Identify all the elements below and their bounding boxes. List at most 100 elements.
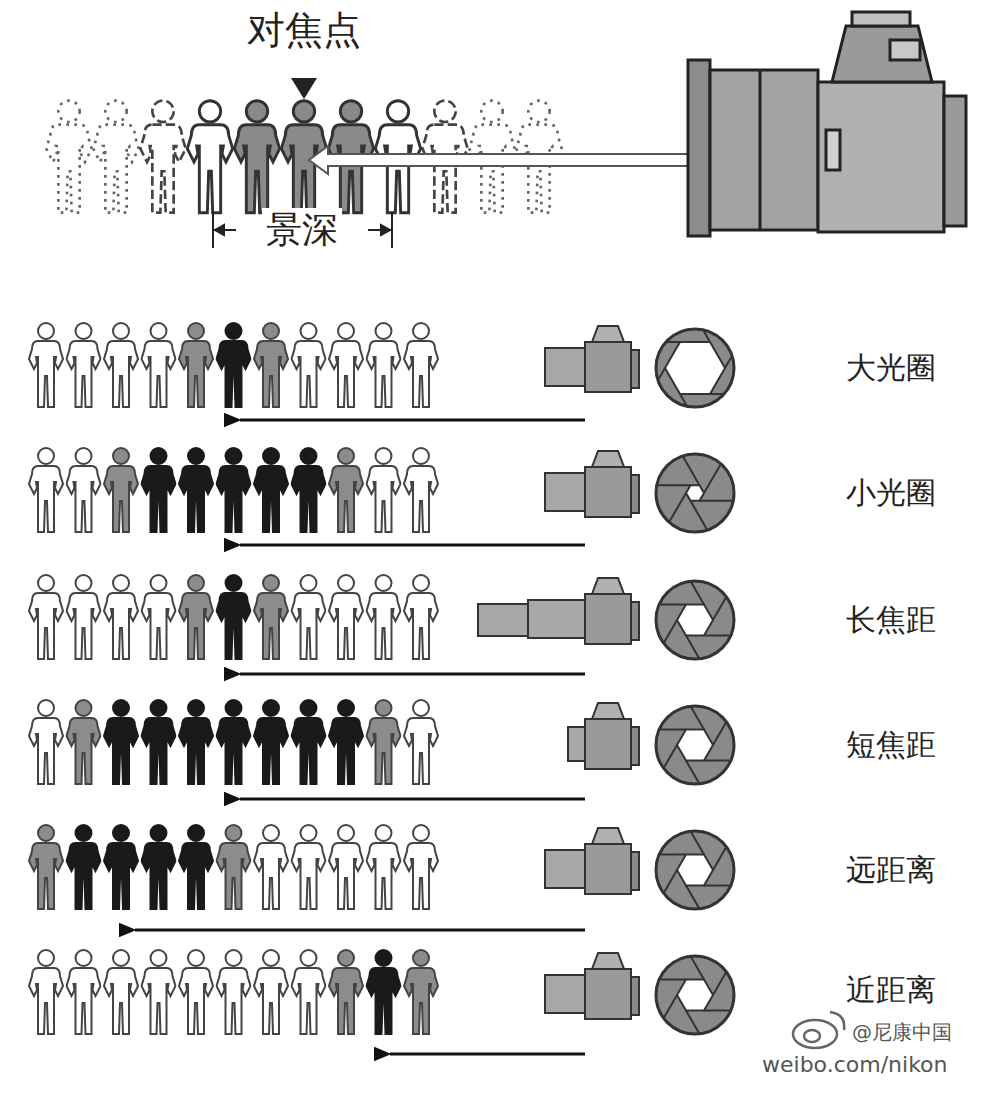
person	[67, 448, 101, 532]
condition-label: 近距离	[846, 972, 936, 1008]
camera-large	[688, 12, 966, 236]
person	[179, 700, 213, 784]
person	[292, 575, 326, 659]
condition-label: 大光圈	[846, 350, 936, 386]
person	[329, 825, 363, 909]
camera	[545, 451, 639, 517]
depth-of-field-label: 景深	[262, 208, 342, 251]
person	[329, 448, 363, 532]
person	[217, 575, 251, 659]
focus-marker	[291, 78, 317, 99]
condition-label: 远距离	[846, 852, 936, 888]
person	[404, 323, 438, 407]
person	[254, 950, 288, 1034]
aperture-icon	[656, 454, 734, 532]
condition-label: 小光圈	[846, 475, 936, 511]
focus-arrows	[135, 420, 585, 1054]
person	[367, 825, 401, 909]
person	[179, 575, 213, 659]
focus-arrow	[309, 146, 690, 174]
focus-point-label: 对焦点	[247, 8, 361, 54]
person	[29, 950, 63, 1034]
person	[367, 448, 401, 532]
person-blurred	[140, 101, 185, 213]
aperture-icon	[656, 831, 734, 909]
person	[254, 575, 288, 659]
person-blurred	[46, 101, 91, 213]
person	[367, 575, 401, 659]
person	[142, 323, 176, 407]
person	[179, 825, 213, 909]
person	[179, 323, 213, 407]
person	[104, 448, 138, 532]
person	[254, 448, 288, 532]
person	[367, 323, 401, 407]
camera	[545, 828, 639, 894]
aperture-icon	[656, 581, 734, 659]
camera	[545, 953, 639, 1019]
person	[67, 825, 101, 909]
camera	[545, 326, 639, 392]
person	[217, 323, 251, 407]
person	[404, 448, 438, 532]
person	[329, 700, 363, 784]
person	[29, 323, 63, 407]
person	[29, 825, 63, 909]
focus-arrow	[390, 1053, 585, 1056]
person	[367, 950, 401, 1034]
row-people	[29, 323, 438, 1034]
condition-label: 短焦距	[846, 727, 936, 763]
condition-label: 长焦距	[846, 602, 936, 638]
person	[329, 950, 363, 1034]
focus-arrow	[135, 929, 585, 932]
person	[142, 448, 176, 532]
focus-arrow	[240, 673, 585, 676]
person-sharp	[234, 101, 279, 213]
person	[179, 448, 213, 532]
person	[217, 448, 251, 532]
person	[179, 950, 213, 1034]
focus-arrow	[240, 798, 585, 801]
person	[104, 700, 138, 784]
person	[217, 825, 251, 909]
camera-wide	[568, 703, 639, 769]
row-cameras	[478, 326, 639, 1019]
person	[104, 575, 138, 659]
person	[292, 825, 326, 909]
person	[329, 575, 363, 659]
person	[29, 575, 63, 659]
watermark: weibo.com/nikon	[762, 1052, 948, 1078]
person	[67, 323, 101, 407]
aperture-icon	[656, 329, 734, 407]
person	[292, 323, 326, 407]
person	[404, 700, 438, 784]
person	[367, 700, 401, 784]
person	[104, 825, 138, 909]
person	[217, 950, 251, 1034]
person-blurred	[93, 101, 138, 213]
focus-arrow	[240, 544, 585, 547]
aperture-icon	[656, 706, 734, 784]
person	[404, 950, 438, 1034]
person	[292, 950, 326, 1034]
person	[404, 575, 438, 659]
person	[329, 323, 363, 407]
person	[217, 700, 251, 784]
person	[404, 825, 438, 909]
person	[254, 825, 288, 909]
person	[29, 700, 63, 784]
aperture-icon	[656, 956, 734, 1034]
person	[67, 700, 101, 784]
person	[67, 575, 101, 659]
weibo-logo	[793, 1012, 844, 1048]
person	[292, 700, 326, 784]
person	[187, 101, 232, 213]
person	[292, 448, 326, 532]
person	[29, 448, 63, 532]
person	[254, 323, 288, 407]
person	[104, 323, 138, 407]
person	[67, 950, 101, 1034]
person	[254, 700, 288, 784]
